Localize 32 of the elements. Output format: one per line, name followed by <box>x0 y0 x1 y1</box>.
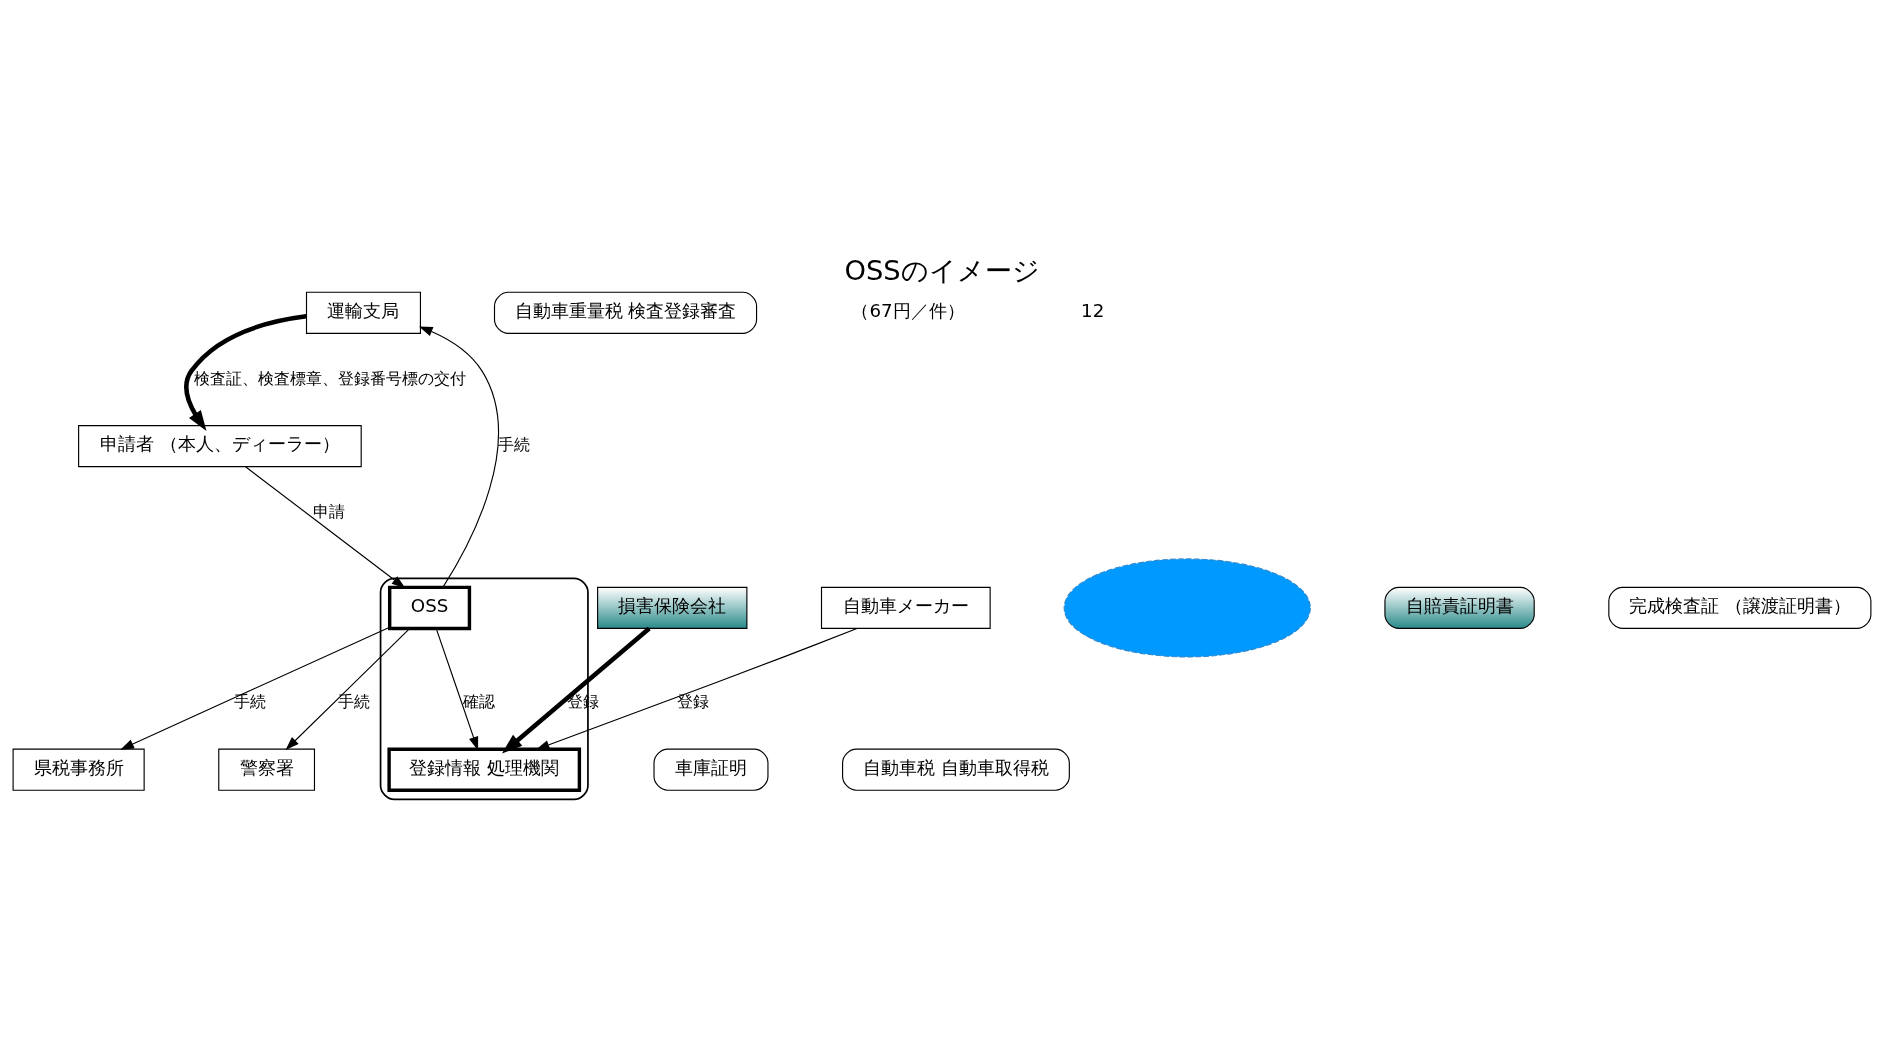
node-box: 県税事務所 <box>12 748 145 791</box>
node-box: OSS <box>387 585 472 630</box>
node-box: 完成検査証 （譲渡証明書） <box>1608 586 1872 629</box>
node-box: 登録情報 処理機関 <box>387 747 582 792</box>
arrow <box>435 627 479 750</box>
edge-label: 確認 <box>463 691 496 711</box>
label: 12 <box>1081 299 1105 321</box>
node-box: 申請者 （本人、ディーラー） <box>78 424 362 467</box>
arrow <box>120 626 391 750</box>
node-box: 車庫証明 <box>653 748 769 791</box>
edge-label: 検査証、検査標章、登録番号標の交付 <box>193 368 466 388</box>
arrow <box>285 627 411 750</box>
edge-label: 申請 <box>312 501 345 521</box>
node-box: 自動車メーカー <box>820 586 991 629</box>
label: （67円／件） <box>851 299 965 321</box>
node-box: 警察署 <box>218 748 316 791</box>
edge-label: 手続 <box>498 434 531 454</box>
edge-label: 登録 <box>677 691 710 711</box>
node-ellipse <box>1063 557 1311 657</box>
arrow <box>535 627 858 750</box>
node-box: 自賠責証明書 <box>1384 586 1535 629</box>
diagram-title: OSSのイメージ <box>844 254 1040 286</box>
edge-label: 手続 <box>337 691 370 711</box>
arrow <box>184 313 307 431</box>
node-box: 自動車税 自動車取得税 <box>842 748 1070 791</box>
arrow <box>245 465 406 588</box>
arrow <box>418 325 499 588</box>
node-box: 損害保険会社 <box>597 586 748 629</box>
node-box: 運輸支局 <box>305 291 421 334</box>
arrow <box>501 626 651 754</box>
edge-label: 手続 <box>234 691 267 711</box>
node-box: 自動車重量税 検査登録審査 <box>493 291 758 334</box>
